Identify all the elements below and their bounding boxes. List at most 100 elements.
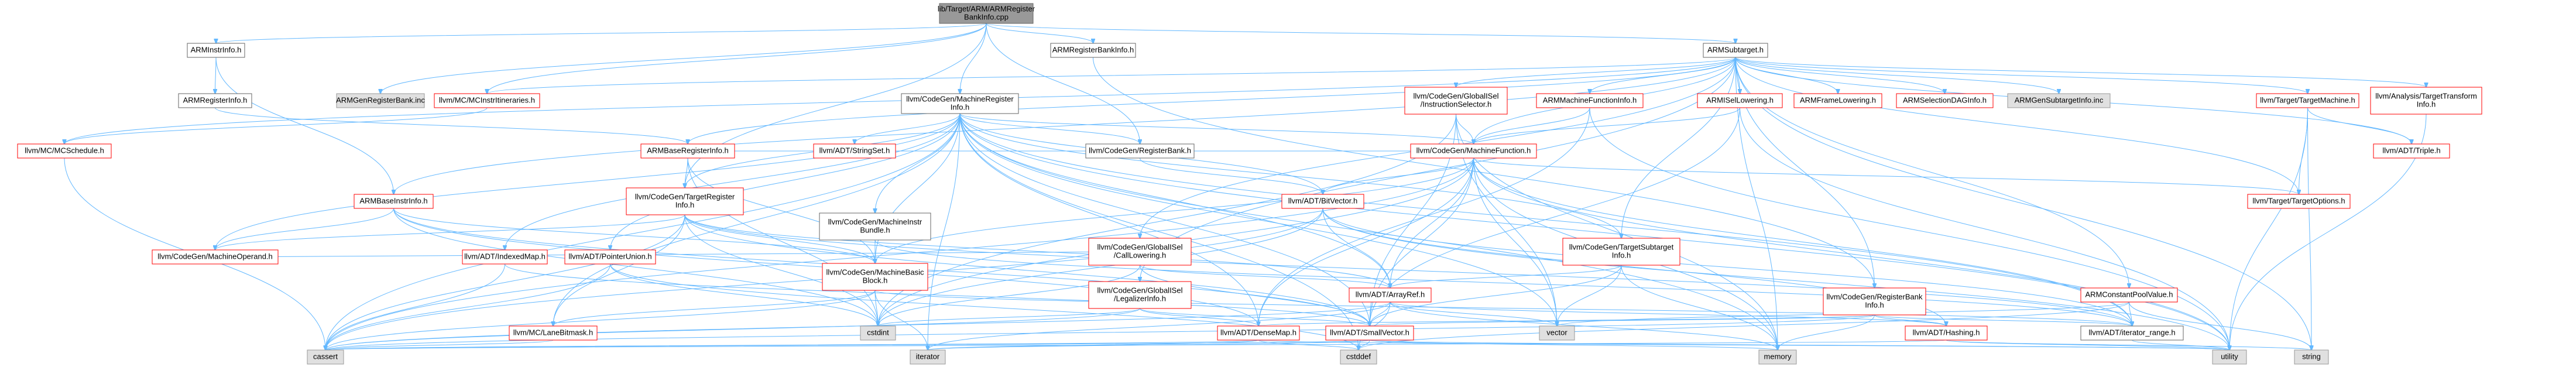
node-MCInstrItineraries[interactable]: llvm/MC/MCInstrItineraries.h [434,93,540,108]
node-label: llvm/ADT/PointerUnion.h [568,252,651,260]
node-ARMSelectionDAGInfo[interactable]: ARMSelectionDAGInfo.h [1896,93,1994,108]
node-box [2256,93,2359,108]
node-box [1562,238,1680,266]
node-label: ARMGenRegisterBank.inc [336,95,425,104]
node-box [2370,87,2482,115]
node-iterator[interactable]: iterator [910,349,946,365]
edge-MachineFunction-to-vector [1473,157,1558,326]
node-ARMGenSubtargetInfo[interactable]: ARMGenSubtargetInfo.inc [2007,93,2111,108]
node-CallLowering[interactable]: llvm/CodeGen/GlobalISel/CallLowering.h [1088,238,1192,266]
node-label: Info.h [675,200,695,209]
node-BitVector[interactable]: llvm/ADT/BitVector.h [1281,194,1364,209]
node-MachineOperand[interactable]: llvm/CodeGen/MachineOperand.h [152,249,279,265]
node-ARMGenRegisterBank[interactable]: ARMGenRegisterBank.inc [336,93,425,108]
node-label: llvm/CodeGen/GlobalISel [1414,91,1499,100]
node-PointerUnion[interactable]: llvm/ADT/PointerUnion.h [564,249,656,265]
node-ARMISelLowering[interactable]: ARMISelLowering.h [1697,93,1783,108]
edge-MachineFunction-to-MachineBasicBlock [875,157,1474,263]
node-box [1410,143,1537,159]
edge-ARMISelLowering-to-utility [1740,107,2230,350]
edge-ARMSubtarget-to-ARMSelectionDAGInfo [1735,57,1945,94]
node-LegalizerInfo[interactable]: llvm/CodeGen/GlobalISel/LegalizerInfo.h [1088,281,1192,309]
node-CGRegisterBankInfo[interactable]: llvm/CodeGen/RegisterBankInfo.h [1823,287,1926,315]
node-box [1088,238,1192,266]
node-box [939,3,1034,24]
node-LaneBitmask[interactable]: llvm/MC/LaneBitmask.h [509,325,598,341]
node-DenseMap[interactable]: llvm/ADT/DenseMap.h [1217,325,1300,341]
node-ARMFrameLowering[interactable]: ARMFrameLowering.h [1793,93,1882,108]
node-MCSchedule[interactable]: llvm/MC/MCSchedule.h [17,143,112,159]
edge-ARMConstantPoolValue-to-iterator_range [2129,301,2132,326]
node-vector[interactable]: vector [1539,325,1575,341]
edge-Hashing-to-string [1946,339,2311,350]
node-ARMMachineFunctionInfo[interactable]: ARMMachineFunctionInfo.h [1536,93,1644,108]
edge-MachineRegisterInfo-to-PointerUnion [610,113,961,250]
node-Hashing[interactable]: llvm/ADT/Hashing.h [1905,325,1988,341]
edge-ARMISelLowering-to-MachineFunction [1474,107,1740,144]
node-InstructionSelector[interactable]: llvm/CodeGen/GlobalISel/InstructionSelec… [1404,87,1508,115]
edge-CallLowering-to-MachineOperand [215,251,1140,257]
node-CGRegisterBank[interactable]: llvm/CodeGen/RegisterBank.h [1085,143,1195,159]
node-ARMSubtarget[interactable]: ARMSubtarget.h [1703,43,1768,58]
edge-ArrayRef-to-Hashing [1390,301,1946,326]
node-ARMInstrInfo[interactable]: ARMInstrInfo.h [187,43,245,58]
edge-Hashing-to-cassert [325,339,1947,350]
node-ARMRegisterInfo[interactable]: ARMRegisterInfo.h [178,93,252,108]
node-box [1404,87,1508,115]
node-label: llvm/CodeGen/MachineRegister [906,94,1014,103]
node-ARMBaseInstrInfo[interactable]: ARMBaseInstrInfo.h [354,194,434,209]
node-box [1281,194,1364,209]
edge-ARMInstrInfo-to-ARMRegisterInfo [215,57,217,94]
node-box [640,143,735,159]
node-ArrayRef[interactable]: llvm/ADT/ArrayRef.h [1349,287,1432,303]
edge-ARMSubtarget-to-ARMConstantPoolValue [1735,57,2129,288]
node-TargetOptions[interactable]: llvm/Target/TargetOptions.h [2247,194,2351,209]
node-string[interactable]: string [2294,349,2329,365]
edge-SmallVector-to-cassert [325,339,1370,350]
node-label: llvm/ADT/Triple.h [2382,146,2440,155]
edge-root-to-ARMRegisterBankInfo [986,23,1093,43]
node-label: llvm/CodeGen/RegisterBank.h [1089,146,1191,155]
node-root[interactable]: lib/Target/ARM/ARMRegisterBankInfo.cpp [938,3,1035,24]
node-box [307,349,344,365]
node-SmallVector[interactable]: llvm/ADT/SmallVector.h [1325,325,1414,341]
edge-MachineBasicBlock-to-iterator [874,290,928,350]
edge-IndexedMap-to-cassert [325,263,505,350]
node-ARMRegisterBankInfo[interactable]: ARMRegisterBankInfo.h [1050,43,1136,58]
node-label: Block.h [863,276,888,284]
node-TargetMachine[interactable]: llvm/Target/TargetMachine.h [2256,93,2359,108]
node-iterator_range[interactable]: llvm/ADT/iterator_range.h [2080,325,2184,341]
edge-TargetSubtargetInfo-to-ArrayRef [1390,265,1622,288]
edge-MachineRegisterInfo-to-iterator [928,113,961,350]
node-ARMBaseRegisterInfo[interactable]: ARMBaseRegisterInfo.h [640,143,735,159]
node-box [462,249,548,265]
node-label: ARMInstrInfo.h [191,45,242,54]
edge-root-to-ARMGenRegisterBank [380,23,987,94]
node-cassert[interactable]: cassert [307,349,344,365]
edge-CGRegisterBankInfo-to-iterator_range [1874,314,2132,326]
node-utility[interactable]: utility [2212,349,2247,365]
node-cstddef[interactable]: cstddef [1340,349,1377,365]
node-label: llvm/ADT/iterator_range.h [2088,328,2175,337]
node-label: llvm/CodeGen/GlobalISel [1097,286,1183,294]
node-MachineFunction[interactable]: llvm/CodeGen/MachineFunction.h [1410,143,1537,159]
node-Triple[interactable]: llvm/ADT/Triple.h [2373,143,2450,159]
node-IndexedMap[interactable]: llvm/ADT/IndexedMap.h [462,249,548,265]
node-cstdint[interactable]: cstdint [860,325,896,341]
node-memory[interactable]: memory [1758,349,1797,365]
node-label: llvm/MC/MCInstrItineraries.h [439,95,535,104]
edge-DenseMap-to-cstddef [1258,339,1359,350]
node-ARMConstantPoolValue[interactable]: ARMConstantPoolValue.h [2080,287,2178,303]
node-box [860,325,896,341]
node-box [822,263,928,291]
edge-LaneBitmask-to-cassert [325,339,554,350]
edge-BitVector-to-iterator_range [1322,208,2132,326]
node-StringSet[interactable]: llvm/ADT/StringSet.h [813,143,896,159]
